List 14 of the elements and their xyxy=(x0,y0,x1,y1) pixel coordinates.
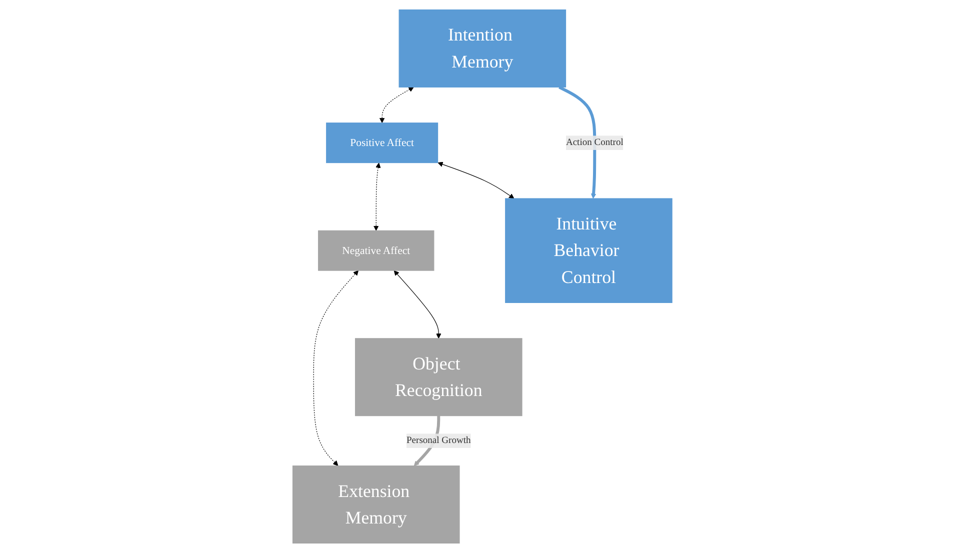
node-box: Intuitive Behavior Control xyxy=(505,198,672,303)
edge-label: Action Control xyxy=(566,137,624,148)
node-box: Intention Memory xyxy=(398,9,566,88)
arrow xyxy=(380,87,414,124)
arrow xyxy=(394,270,442,339)
node-box: Positive Affect xyxy=(326,122,438,164)
edge-label: Personal Growth xyxy=(406,435,471,446)
arrow xyxy=(374,162,381,231)
node-box: Object Recognition xyxy=(355,338,522,416)
node-box: Extension Memory xyxy=(292,466,460,544)
arrow xyxy=(313,270,359,466)
arrow xyxy=(558,86,596,199)
node-box: Negative Affect xyxy=(318,230,434,271)
arrow xyxy=(438,162,514,199)
